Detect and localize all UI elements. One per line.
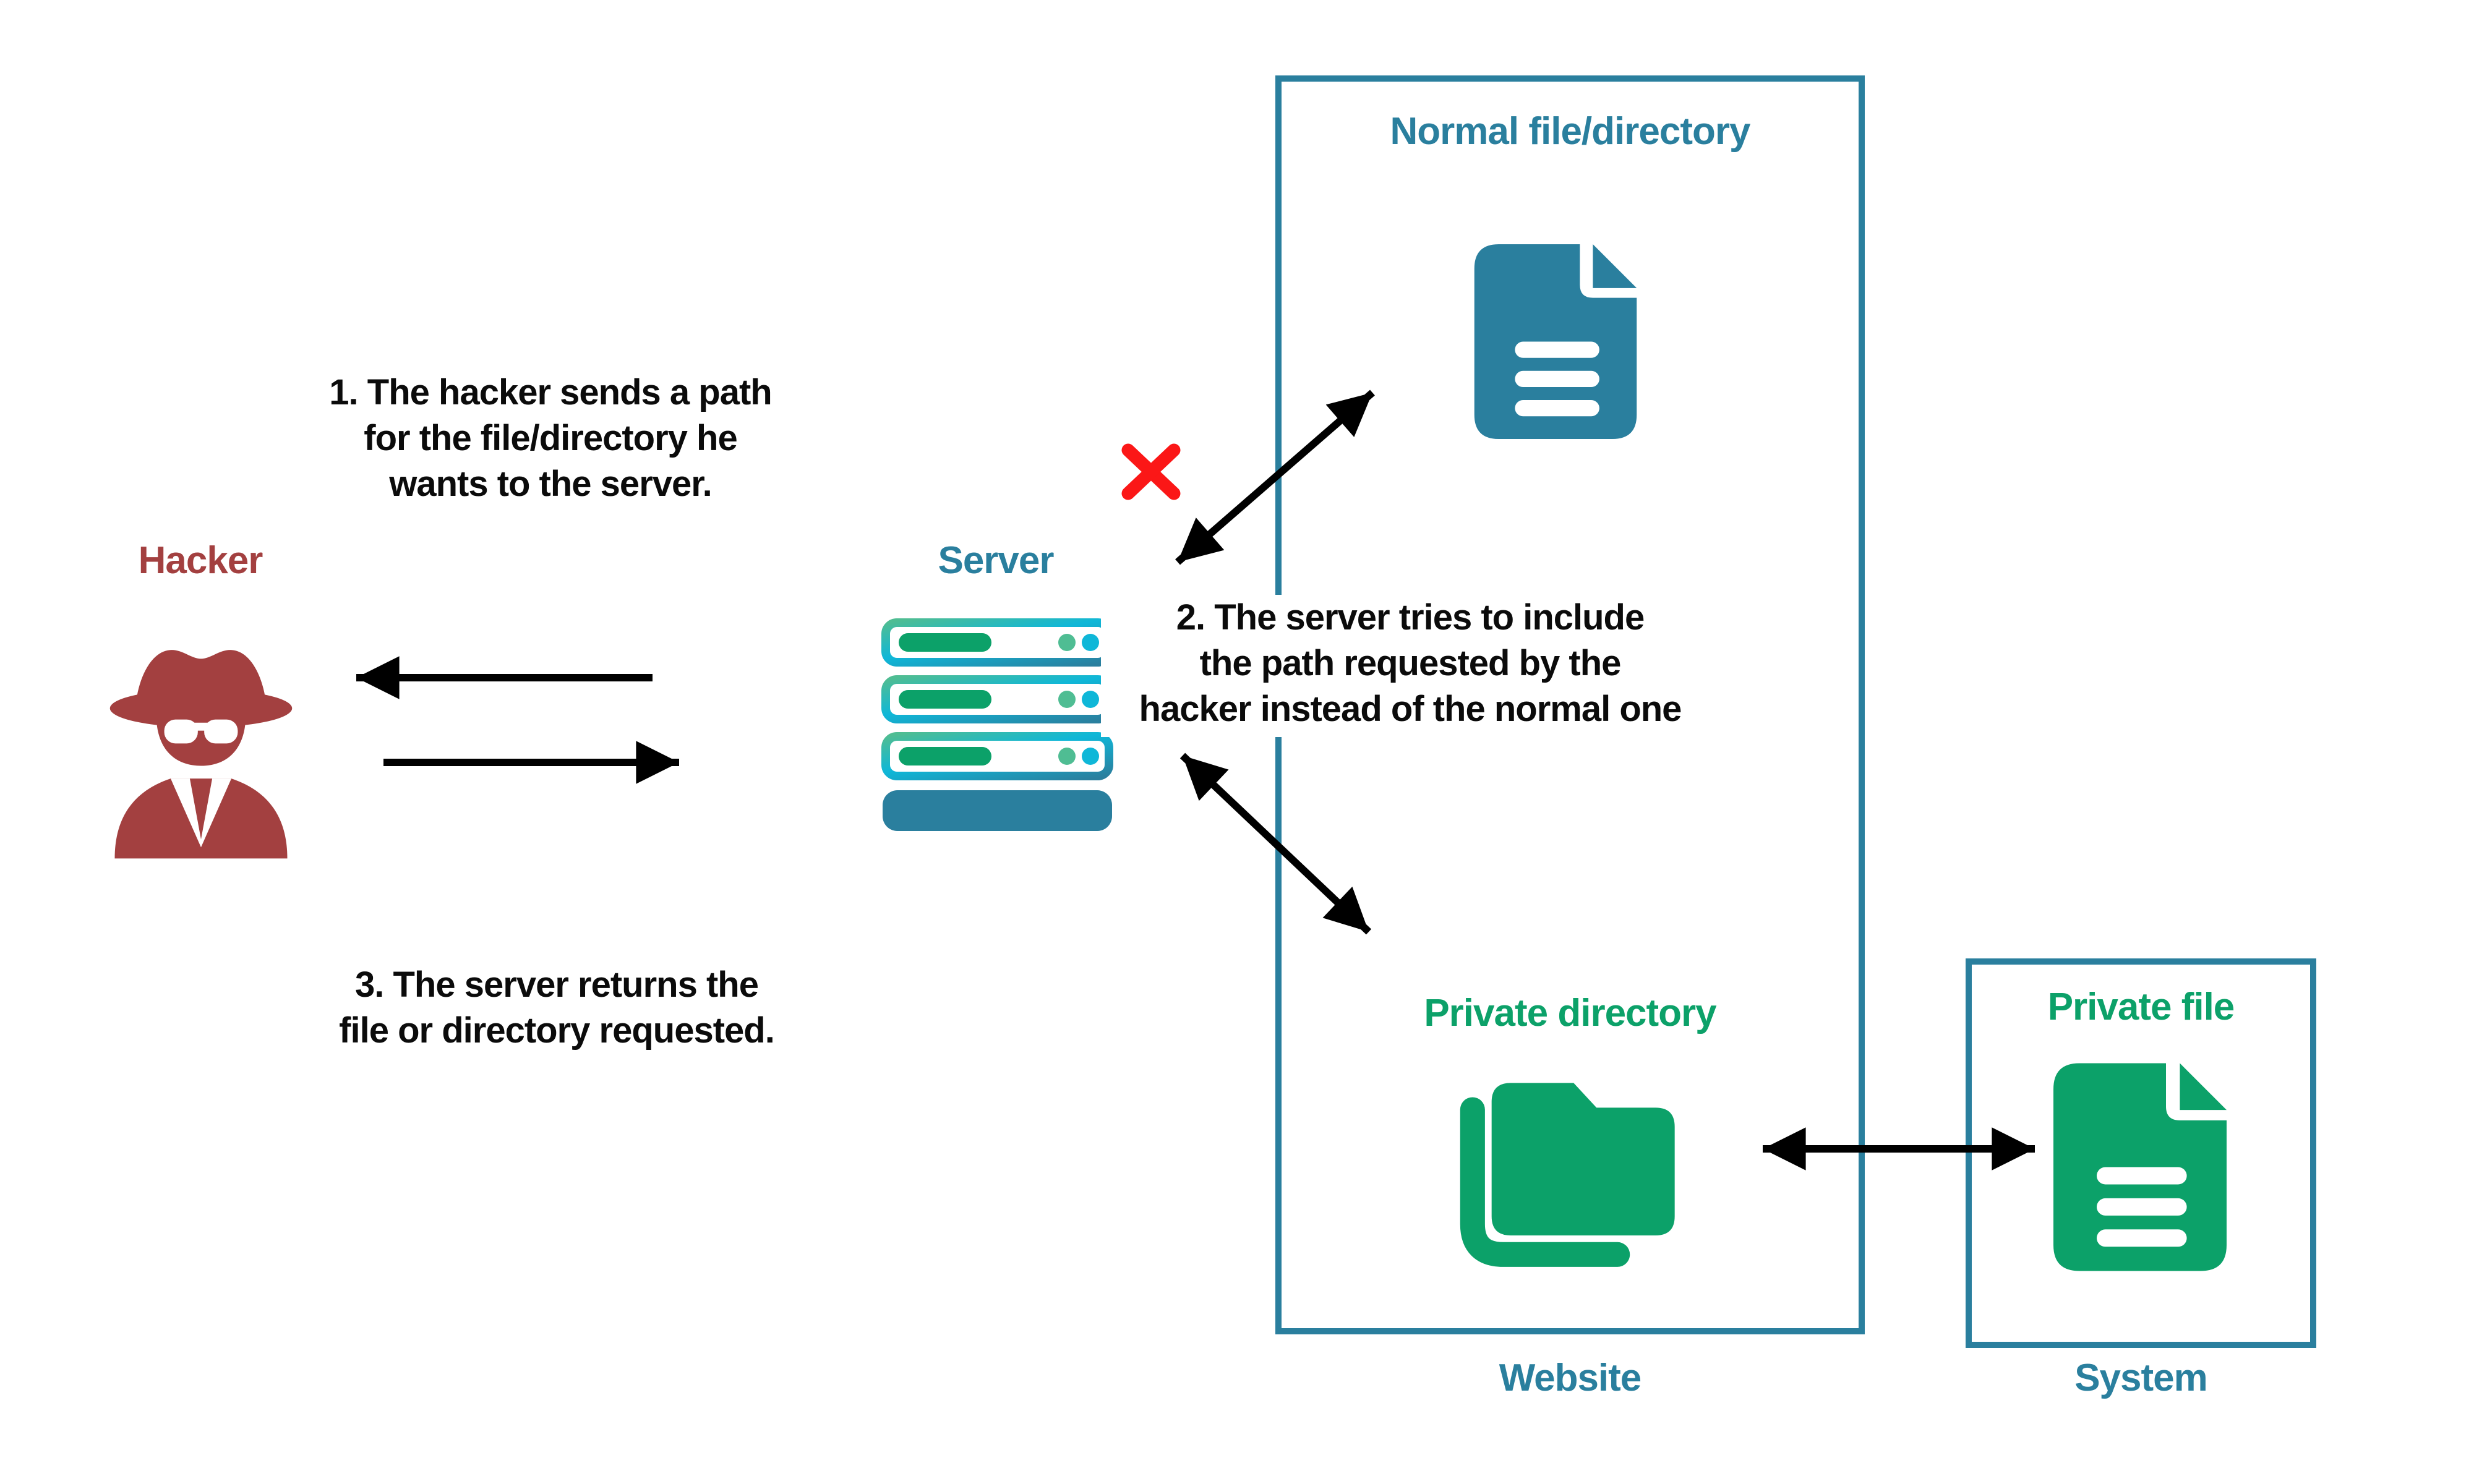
hacker-label: Hacker bbox=[138, 539, 263, 582]
arrow-server-private-directory bbox=[1179, 753, 1372, 935]
document-icon bbox=[2053, 1063, 2227, 1271]
server-stack-icon bbox=[881, 618, 1113, 831]
folder-copy-icon bbox=[1460, 1083, 1675, 1267]
private-file-label: Private file bbox=[2047, 986, 2235, 1028]
arrow-server-normal-file bbox=[1175, 390, 1375, 565]
red-x-cross-icon bbox=[1121, 443, 1181, 500]
website-label: Website bbox=[1499, 1357, 1642, 1399]
private-directory-label: Private directory bbox=[1424, 992, 1716, 1034]
system-label: System bbox=[2074, 1357, 2208, 1399]
step3-text: 3. The server returns the file or direct… bbox=[339, 965, 775, 1051]
step2-text: 2. The server tries to include the path … bbox=[1101, 595, 1719, 737]
spy-icon bbox=[109, 650, 293, 859]
normal-file-label: Normal file/directory bbox=[1390, 110, 1751, 153]
server-label: Server bbox=[938, 539, 1054, 582]
step1-text: 1. The hacker sends a path for the file/… bbox=[329, 372, 772, 504]
server-rack-rows bbox=[881, 618, 1113, 831]
document-icon bbox=[1474, 244, 1637, 439]
